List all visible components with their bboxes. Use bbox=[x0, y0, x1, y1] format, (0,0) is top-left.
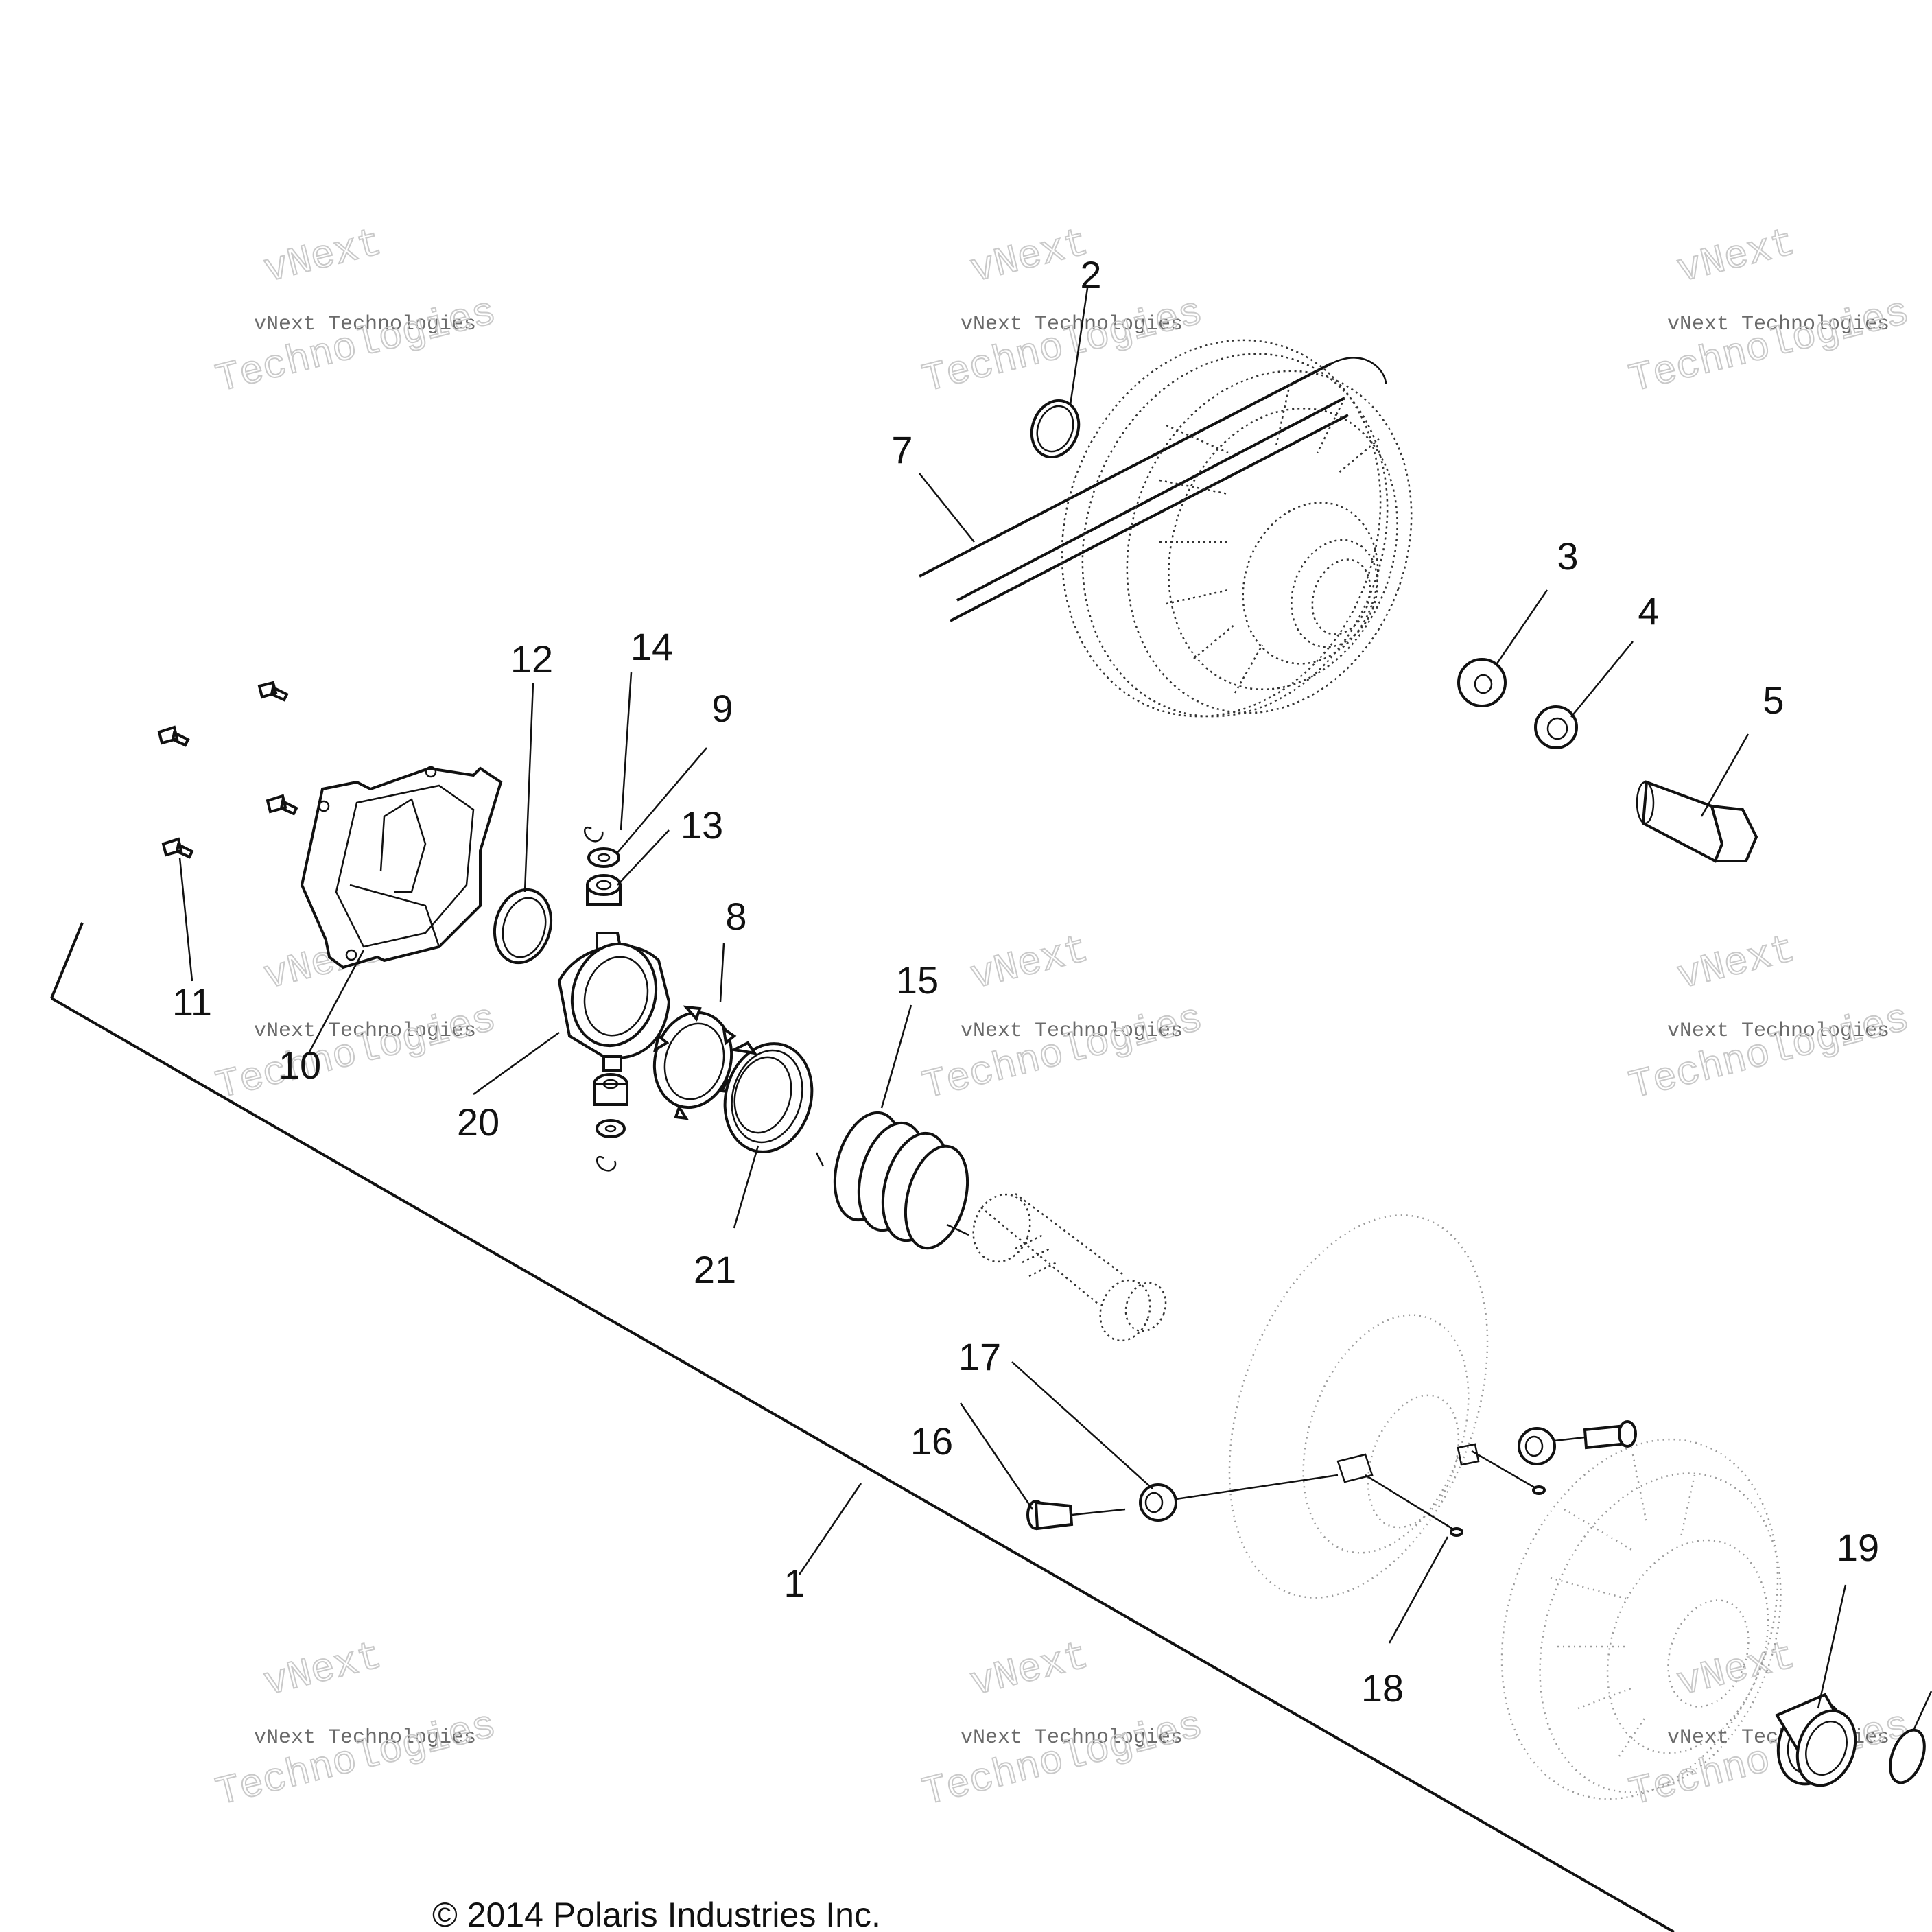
svg-text:Technologies: Technologies bbox=[1625, 290, 1914, 403]
callout-1: 1 bbox=[784, 1562, 805, 1605]
bushing-21 bbox=[723, 1041, 814, 1153]
svg-text:vNext: vNext bbox=[1673, 928, 1800, 1000]
callout-2: 2 bbox=[1080, 253, 1101, 296]
svg-text:vNext Technologies: vNext Technologies bbox=[961, 1726, 1183, 1750]
watermark-group: vNext vNext Technologies Technologies vN… bbox=[211, 220, 1915, 1817]
svg-text:vNext: vNext bbox=[967, 928, 1094, 1000]
svg-text:vNext: vNext bbox=[1673, 221, 1800, 293]
watermark: vNext vNext Technologies Technologies bbox=[1625, 927, 1915, 1110]
callout-19: 19 bbox=[1837, 1526, 1879, 1569]
roller-stack-top bbox=[584, 826, 622, 906]
svg-text:Technologies: Technologies bbox=[919, 997, 1208, 1109]
callout-16: 16 bbox=[910, 1419, 953, 1463]
callout-15: 15 bbox=[896, 958, 939, 1002]
svg-text:vNext Technologies: vNext Technologies bbox=[1667, 1020, 1889, 1043]
svg-text:vNext: vNext bbox=[260, 1634, 387, 1706]
callout-11: 11 bbox=[172, 980, 212, 1024]
callout-13: 13 bbox=[681, 803, 723, 847]
svg-text:Technologies: Technologies bbox=[919, 1704, 1208, 1816]
callout-7: 7 bbox=[891, 428, 912, 471]
shaft bbox=[972, 1193, 1167, 1342]
svg-text:vNext Technologies: vNext Technologies bbox=[1667, 313, 1889, 336]
roller-17 bbox=[1139, 1474, 1339, 1522]
callout-18: 18 bbox=[1361, 1666, 1404, 1710]
svg-text:Technologies: Technologies bbox=[1625, 1704, 1914, 1816]
callout-9: 9 bbox=[711, 687, 733, 730]
callout-10: 10 bbox=[279, 1044, 321, 1087]
callout-8: 8 bbox=[725, 895, 746, 938]
roller-stack-bottom bbox=[593, 1073, 628, 1172]
callout-3: 3 bbox=[1557, 534, 1578, 578]
svg-text:Technologies: Technologies bbox=[212, 290, 501, 403]
pin-roller-right bbox=[1471, 1420, 1637, 1495]
callout-14: 14 bbox=[631, 625, 673, 668]
watermark: vNext vNext Technologies Technologies bbox=[1625, 220, 1915, 403]
svg-text:vNext Technologies: vNext Technologies bbox=[961, 1020, 1183, 1043]
o-ring-2 bbox=[1030, 399, 1081, 459]
watermark: vNext vNext Technologies Technologies bbox=[1625, 1634, 1915, 1817]
svg-text:vNext Technologies: vNext Technologies bbox=[254, 1726, 476, 1750]
leader-lines bbox=[178, 287, 1847, 1709]
lower-sheave bbox=[1228, 1214, 1489, 1599]
callout-17: 17 bbox=[958, 1335, 1001, 1378]
copyright-text: © 2014 Polaris Industries Inc. bbox=[432, 1896, 881, 1932]
pin-16 bbox=[1026, 1500, 1126, 1531]
cover-10 bbox=[300, 766, 503, 969]
watermark: vNext vNext Technologies Technologies bbox=[918, 1634, 1208, 1817]
svg-text:vNext: vNext bbox=[967, 1634, 1094, 1706]
callout-5: 5 bbox=[1763, 679, 1784, 722]
screws-11 bbox=[157, 681, 298, 859]
svg-text:Technologies: Technologies bbox=[212, 1704, 501, 1816]
watermark: vNext vNext Technologies Technologies bbox=[918, 220, 1208, 403]
svg-text:vNext Technologies: vNext Technologies bbox=[254, 313, 476, 336]
upper-sheave bbox=[1061, 339, 1413, 718]
washer-3 bbox=[1457, 658, 1507, 707]
svg-text:Technologies: Technologies bbox=[212, 997, 501, 1109]
snap-ring-right bbox=[1889, 1690, 1932, 1784]
spider-20 bbox=[557, 932, 671, 1072]
svg-text:Technologies: Technologies bbox=[1625, 997, 1914, 1109]
bearing-19 bbox=[1775, 1693, 1857, 1787]
washer-4 bbox=[1534, 705, 1578, 749]
callout-12: 12 bbox=[510, 637, 553, 681]
watermark: vNext vNext Technologies Technologies bbox=[211, 220, 502, 403]
svg-text:vNext Technologies: vNext Technologies bbox=[254, 1020, 476, 1043]
svg-text:vNext: vNext bbox=[967, 221, 1094, 293]
bolt-5 bbox=[1636, 780, 1758, 863]
watermark: vNext vNext Technologies Technologies bbox=[211, 1634, 502, 1817]
assembly-bracket bbox=[50, 922, 1675, 1932]
snap-ring-12 bbox=[493, 888, 553, 965]
fixed-sheave bbox=[1500, 1438, 1782, 1800]
callout-4: 4 bbox=[1638, 589, 1659, 633]
svg-text:vNext Technologies: vNext Technologies bbox=[961, 313, 1183, 336]
svg-text:vNext: vNext bbox=[1673, 1634, 1800, 1706]
callout-21: 21 bbox=[694, 1248, 736, 1291]
spring-15 bbox=[815, 1111, 969, 1250]
callout-20: 20 bbox=[457, 1100, 499, 1144]
drive-belt bbox=[919, 357, 1387, 622]
callout-labels: 2 7 3 4 5 12 14 9 13 8 15 11 10 20 21 17… bbox=[172, 253, 1879, 1710]
svg-text:Technologies: Technologies bbox=[919, 290, 1208, 403]
watermark: vNext vNext Technologies Technologies bbox=[918, 927, 1208, 1110]
svg-text:vNext: vNext bbox=[260, 221, 387, 293]
cotter-pin-18 bbox=[1365, 1474, 1463, 1537]
